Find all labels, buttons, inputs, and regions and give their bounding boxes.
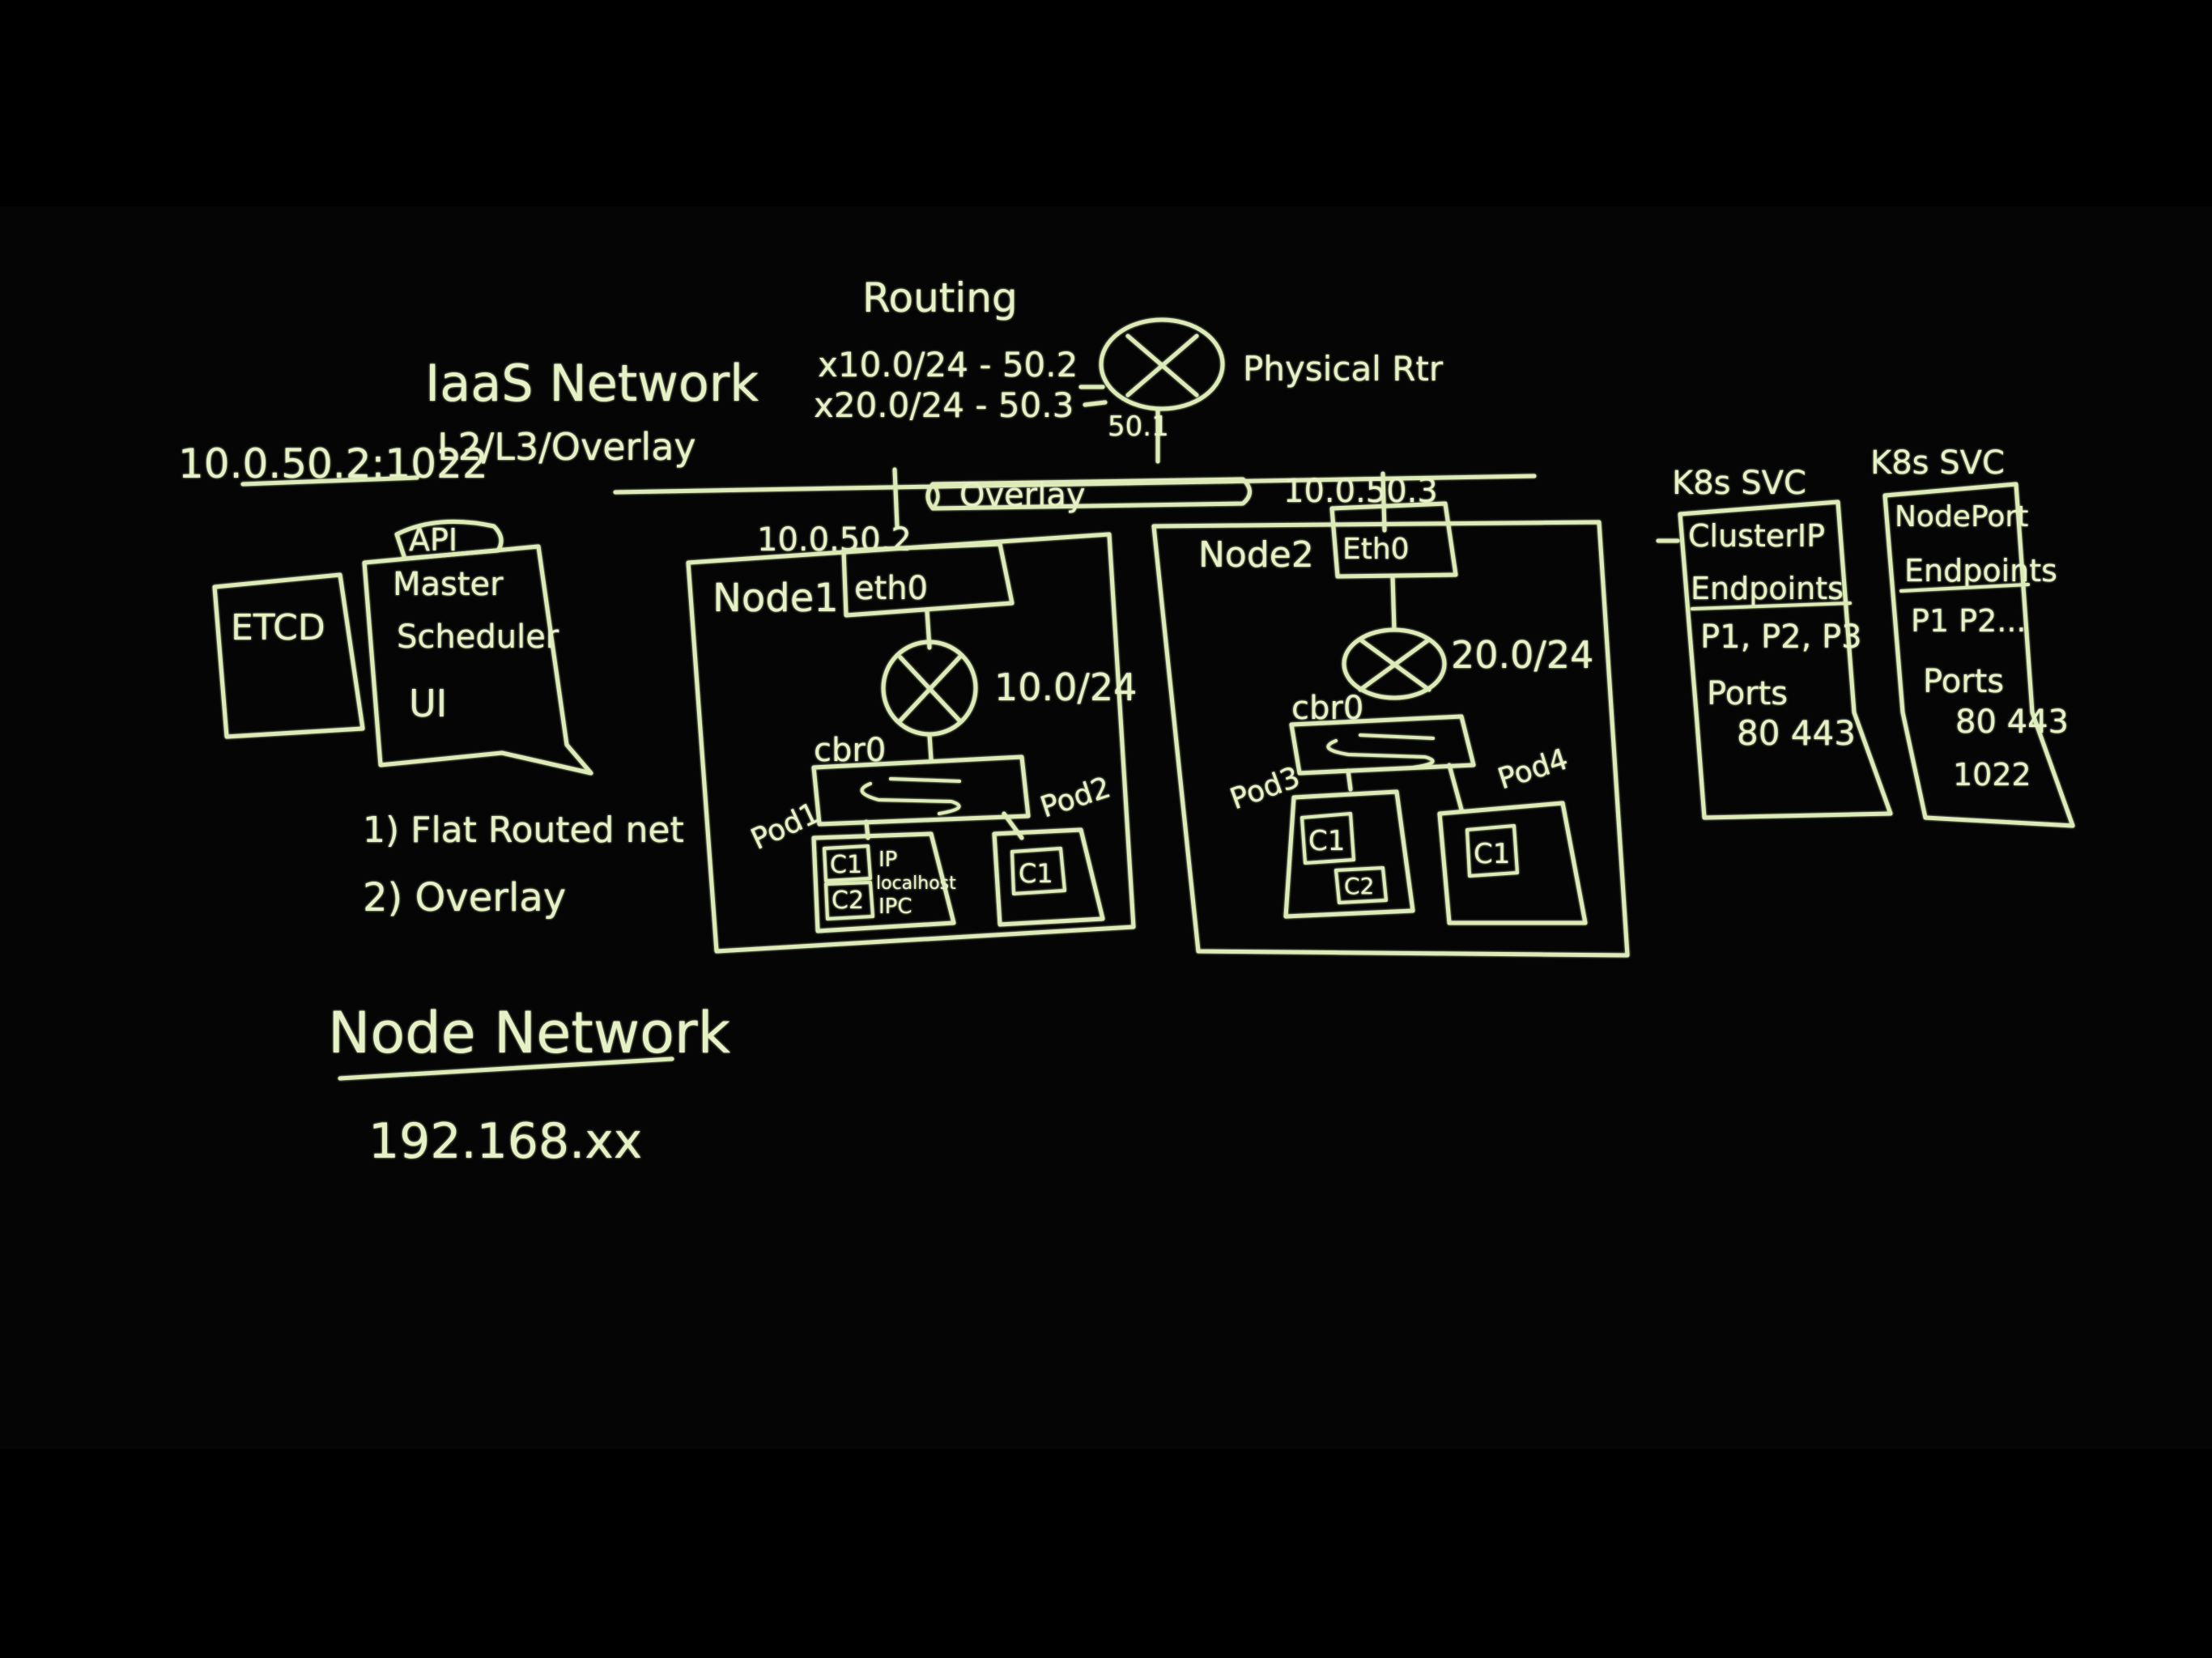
pod3-container-c2 [1334, 866, 1388, 904]
option-flat-routed: 1) Flat Routed net [363, 810, 684, 851]
svc-nodeport-divider [1899, 583, 2030, 593]
node-network-underline [338, 1056, 674, 1081]
node2-bridge-icon [1289, 714, 1476, 776]
pod1-box [811, 831, 956, 933]
bus-drop-node2 [1380, 471, 1387, 533]
svc-nodeport-endpoints: Endpoints [1904, 553, 2057, 589]
svc-nodeport-title: K8s SVC [1870, 444, 2005, 482]
node-network-title: Node Network [328, 1000, 731, 1066]
router-port-label: 50.1 [1108, 410, 1169, 443]
svc-nodeport-port-number: 1022 [1953, 757, 2031, 793]
iaas-network-subtitle: L2/L3/Overlay [437, 425, 696, 469]
board-surface [0, 206, 2212, 1449]
node1-label: Node1 [713, 576, 839, 621]
physical-router-icon [1078, 317, 1225, 464]
node-network-range: 192.168.xx [368, 1113, 642, 1170]
bottom-letterbox [0, 1449, 2212, 1658]
scheduler-label: Scheduler [397, 619, 559, 656]
pod4-container-c1 [1465, 824, 1519, 878]
svc-clusterip-endpoints: Endpoints [1691, 571, 1844, 606]
pod2-box [992, 827, 1105, 927]
route-entry-2: x20.0/24 - 50.3 [814, 385, 1074, 425]
pod1-c2-label: C2 [832, 886, 864, 915]
node2-cidr: 20.0/24 [1451, 633, 1593, 677]
pod1-localhost-note: localhost [876, 874, 956, 894]
node2-router-icon [1342, 627, 1447, 700]
pod3-box [1283, 789, 1415, 919]
master-box [362, 544, 593, 776]
bus-drop-node1 [892, 467, 900, 529]
routing-title: Routing [862, 274, 1018, 321]
etcd-label: ETCD [231, 607, 325, 648]
api-label: API [409, 522, 457, 558]
pod2-container-c1 [1010, 847, 1066, 895]
svc-nodeport-box [1882, 482, 2075, 828]
route-entry-1: x10.0/24 - 50.2 [818, 345, 1078, 385]
top-letterbox [0, 0, 2212, 206]
ui-label: UI [409, 682, 447, 725]
node1-bridge-icon [811, 755, 1031, 827]
node2-eth-link [1390, 574, 1397, 632]
node2-label: Node2 [1198, 534, 1314, 576]
pod1-ipc-note: IPC [878, 895, 912, 919]
svc-nodeport-ports: 80 443 [1955, 704, 2069, 741]
svc-clusterip-ports: 80 443 [1737, 713, 1856, 753]
overlay-tunnel [925, 477, 1252, 511]
svc-clusterip-title: K8s SVC [1672, 465, 1806, 502]
pod1-container-c2 [824, 881, 874, 920]
svc-clusterip-box [1678, 500, 1893, 820]
pod2-c1-label: C1 [1019, 858, 1053, 889]
pod3-container-c1 [1300, 812, 1355, 865]
node2-pod4-link [1447, 763, 1464, 812]
svc-clusterip-ports-label: Ports [1707, 675, 1788, 712]
api-box [394, 519, 504, 561]
pod3-c1-label: C1 [1308, 825, 1345, 857]
svc-clusterip-divider [1691, 602, 1852, 610]
iaas-network-title: IaaS Network [425, 354, 759, 413]
node2-box [1151, 520, 1630, 958]
node2-pod3-link [1346, 768, 1353, 792]
pod1-c1-label: C1 [830, 851, 862, 879]
pod3-c2-label: C2 [1344, 873, 1374, 899]
svc-nodeport-ports-label: Ports [1923, 663, 2004, 700]
svc-nodeport-pods: P1 P2... [1911, 603, 2027, 639]
node2-eth0-label: Eth0 [1342, 533, 1410, 566]
pod4-c1-label: C1 [1474, 838, 1510, 870]
option-overlay: 2) Overlay [363, 875, 566, 920]
pod1-container-c1 [823, 844, 872, 882]
subnet-underline [240, 475, 419, 487]
svc-clusterip-type: ClusterIP [1688, 518, 1825, 554]
node1-eth0-box [841, 542, 1015, 618]
pod4-box [1437, 801, 1588, 925]
pod1-ip-note: IP [878, 848, 897, 872]
physical-router-label: Physical Rtr [1243, 349, 1444, 389]
svc-clusterip-pods: P1, P2, P3 [1700, 619, 1862, 656]
etcd-box [212, 572, 365, 739]
overlay-label: Overlay [959, 477, 1086, 514]
svc-nodeport-type: NodePort [1895, 500, 2028, 534]
node1-router-link [927, 733, 934, 762]
master-label: Master [393, 566, 504, 603]
node2-eth0-box [1329, 501, 1458, 579]
node1-cidr: 10.0/24 [994, 665, 1137, 709]
node1-eth0-label: eth0 [854, 570, 928, 607]
